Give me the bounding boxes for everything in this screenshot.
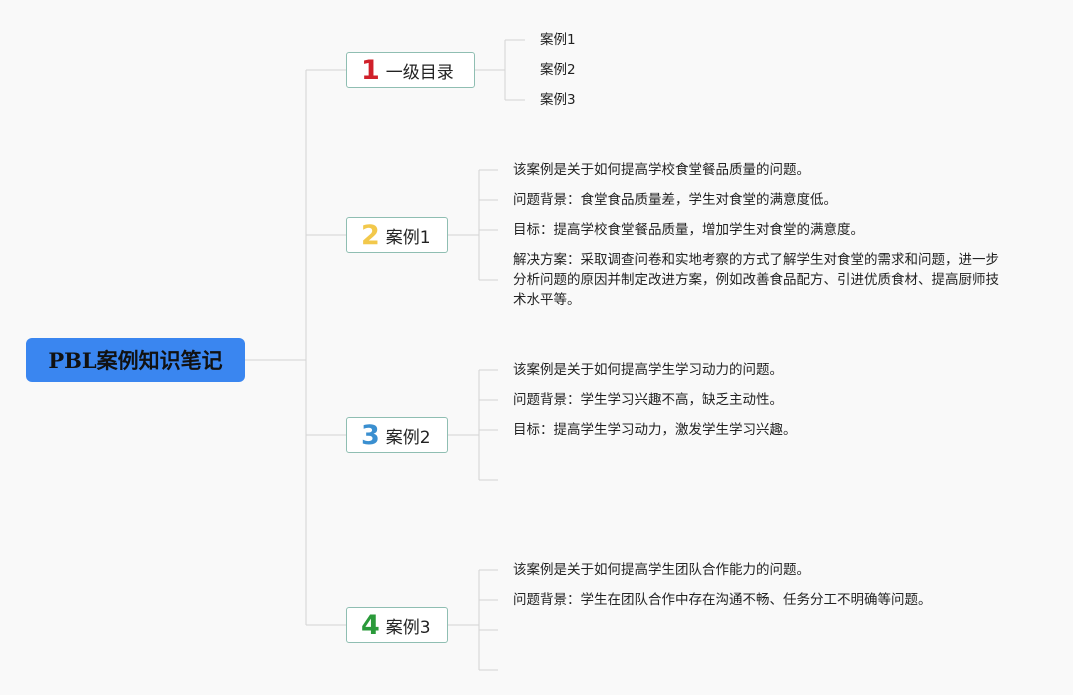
leaf-node[interactable]: 问题背景：食堂食品质量差，学生对食堂的满意度低。	[513, 192, 837, 208]
number-3-icon: 3	[361, 419, 380, 451]
leaf-node[interactable]: 案例3	[540, 92, 576, 108]
root-title: PBL案例知识笔记	[48, 348, 223, 373]
number-4-icon: 4	[361, 609, 380, 641]
branch-node-3[interactable]: 3 案例2	[346, 417, 448, 453]
number-1-icon: 1	[361, 54, 380, 86]
leaf-node[interactable]: 该案例是关于如何提高学生团队合作能力的问题。	[513, 562, 810, 578]
root-node[interactable]: PBL案例知识笔记	[26, 338, 245, 382]
leaf-node[interactable]: 案例1	[540, 32, 576, 48]
leaf-node[interactable]: 目标：提高学生学习动力，激发学生学习兴趣。	[513, 422, 797, 438]
branch-label: 一级目录	[385, 62, 454, 83]
branch-label: 案例3	[385, 617, 431, 638]
leaf-node[interactable]: 目标：提高学校食堂餐品质量，增加学生对食堂的满意度。	[513, 222, 864, 238]
leaf-node[interactable]: 解决方案：采取调查问卷和实地考察的方式了解学生对食堂的需求和问题，进一步分析问题…	[513, 252, 999, 308]
number-2-icon: 2	[361, 219, 380, 251]
branch-node-2[interactable]: 2 案例1	[346, 217, 448, 253]
leaf-node[interactable]: 问题背景：学生在团队合作中存在沟通不畅、任务分工不明确等问题。	[513, 592, 932, 608]
leaf-node[interactable]: 问题背景：学生学习兴趣不高，缺乏主动性。	[513, 392, 783, 408]
branch-node-4[interactable]: 4 案例3	[346, 607, 448, 643]
branch-node-1[interactable]: 1 一级目录	[346, 52, 475, 88]
leaf-node[interactable]: 该案例是关于如何提高学生学习动力的问题。	[513, 362, 783, 378]
leaf-node[interactable]: 该案例是关于如何提高学校食堂餐品质量的问题。	[513, 162, 810, 178]
leaf-node[interactable]: 案例2	[540, 62, 576, 78]
branch-label: 案例1	[385, 227, 431, 248]
branch-label: 案例2	[385, 427, 431, 448]
